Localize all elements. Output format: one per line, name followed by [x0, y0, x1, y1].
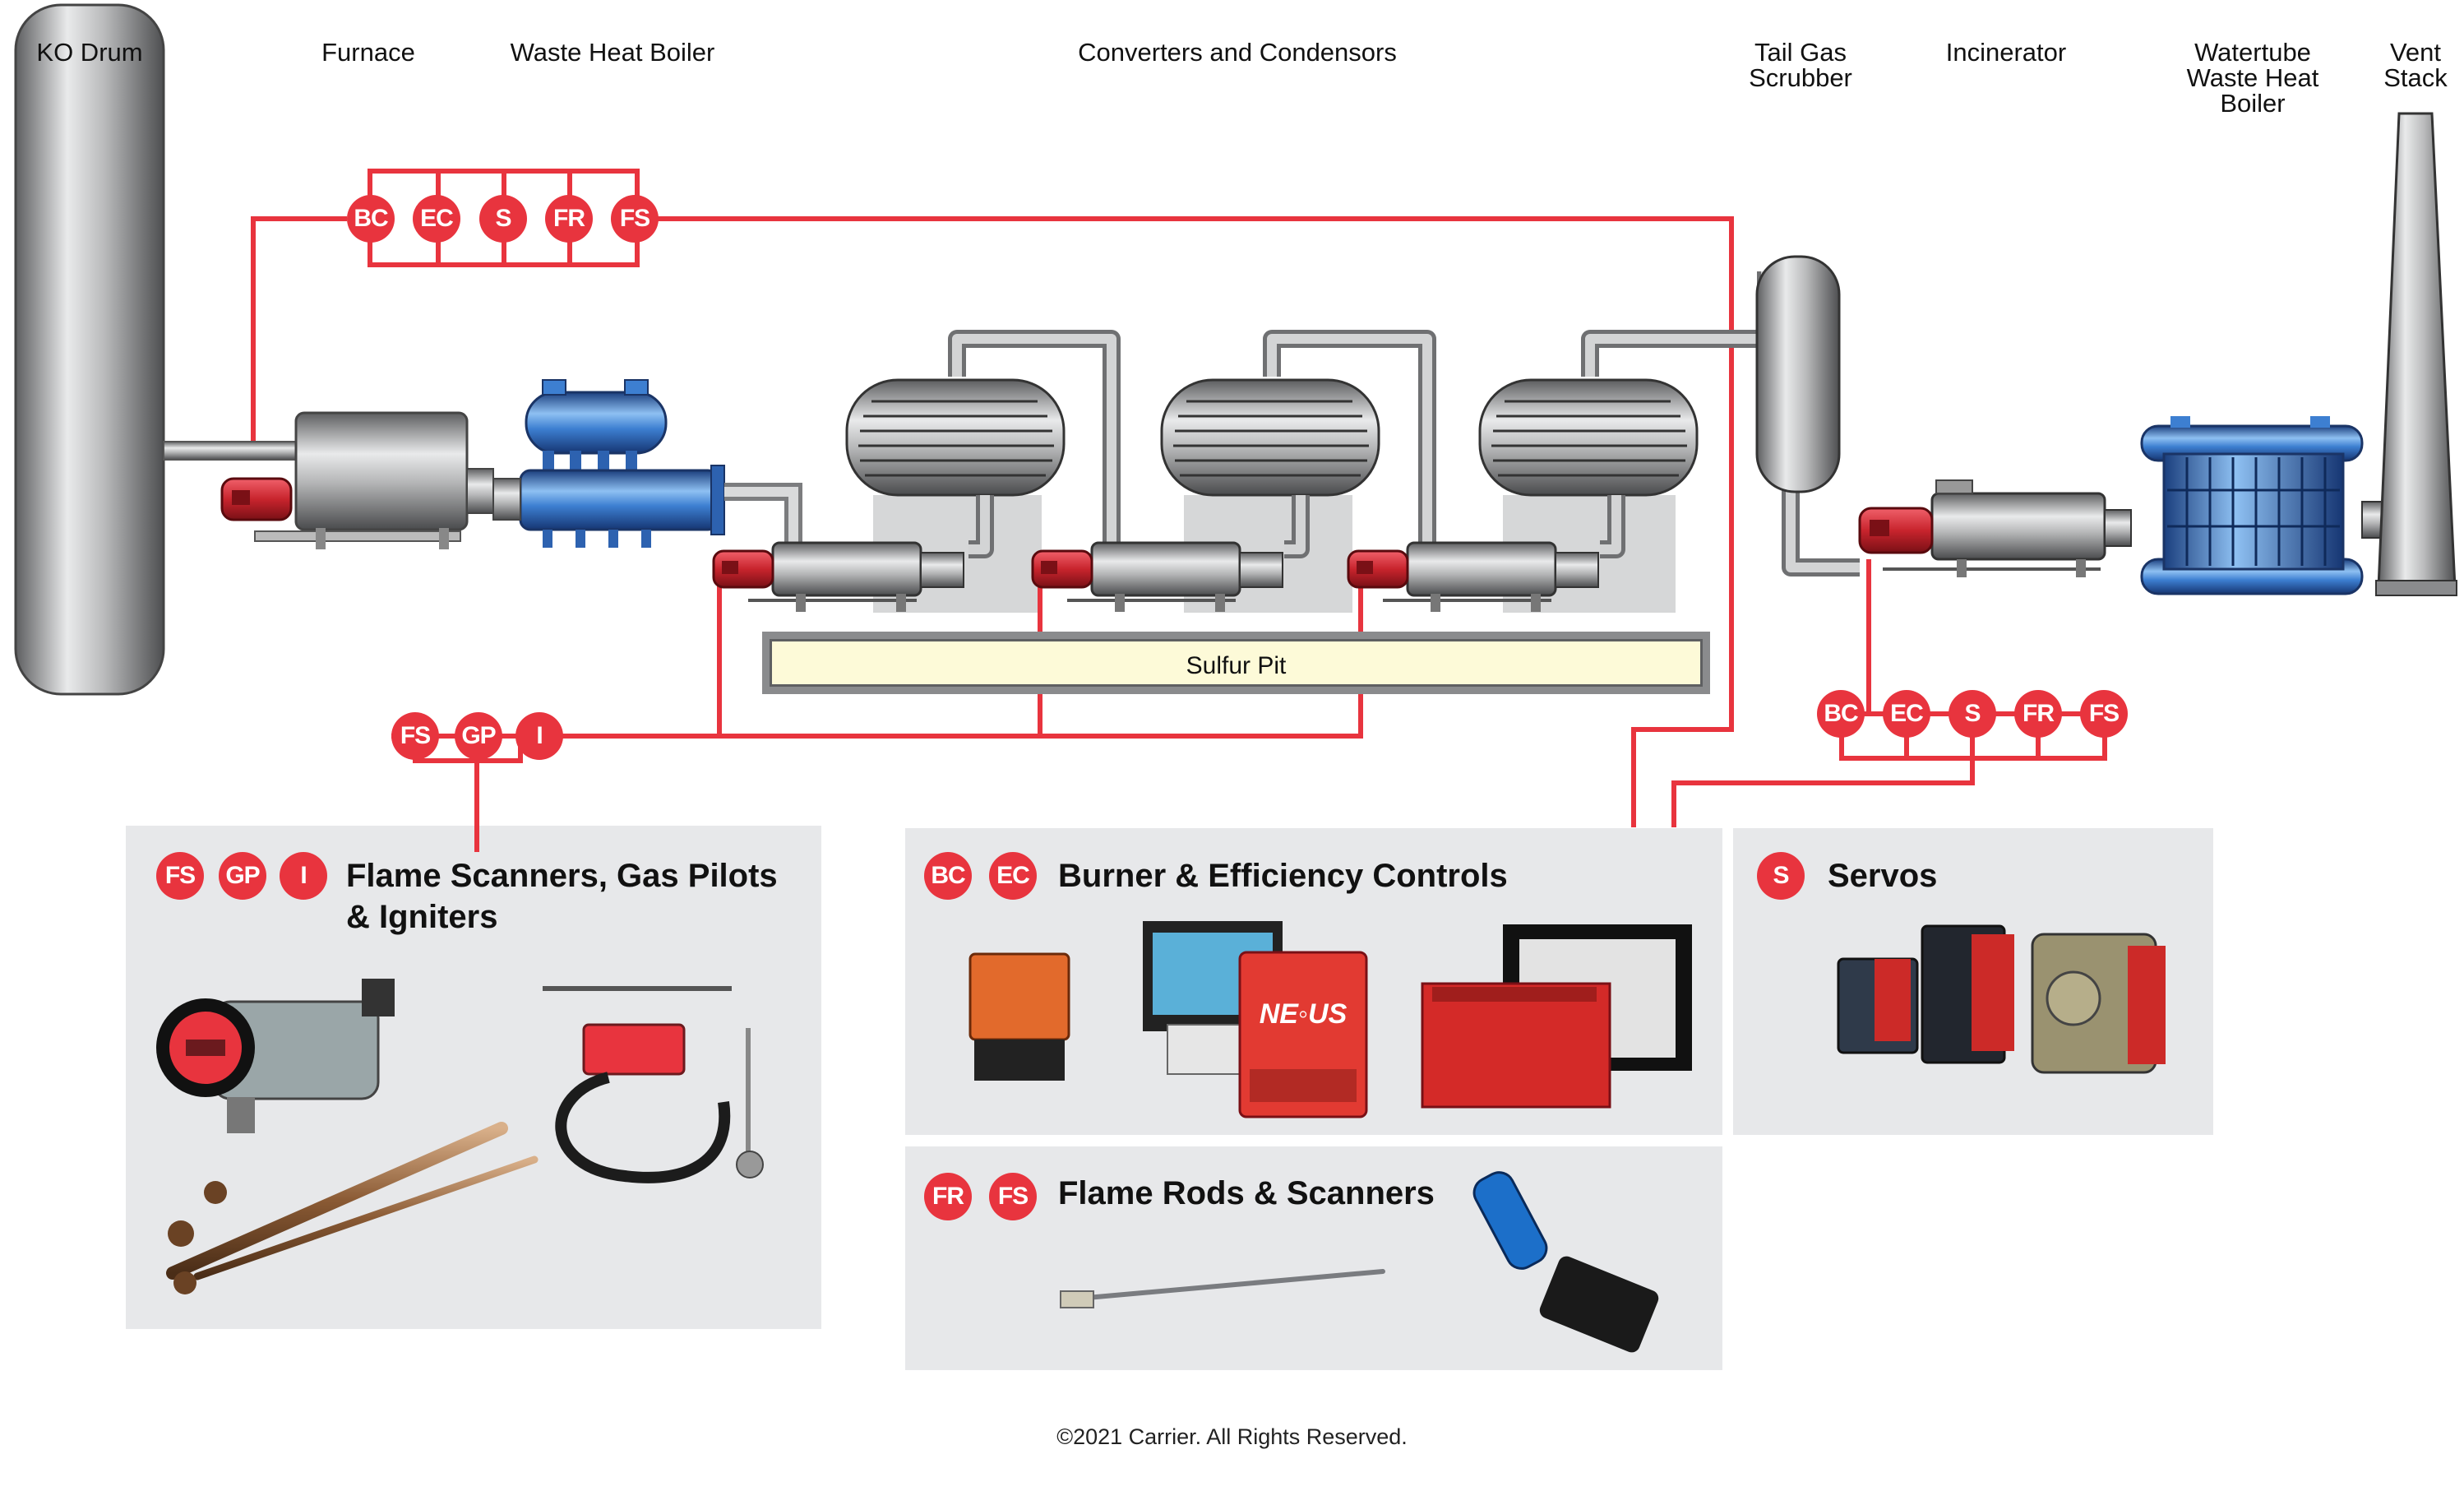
panel-badge-gp: GP — [219, 852, 266, 900]
tail-gas-scrubber — [1755, 255, 1841, 493]
panel-badge-fs: FS — [989, 1173, 1037, 1220]
watertube-boiler — [2140, 416, 2392, 595]
badge-i: I — [515, 712, 563, 760]
nexus-brand-text: NE◦US — [1260, 998, 1348, 1030]
ko-drum — [14, 3, 165, 696]
furnace-vessel — [294, 411, 469, 531]
converter-3 — [1478, 378, 1699, 497]
panel-badge-s: S — [1757, 852, 1805, 900]
controller-orange-photo — [968, 952, 1070, 1081]
burner-reheat-2 — [1031, 549, 1093, 589]
panel-title-flame: Flame Scanners, Gas Pilots & Igniters — [346, 858, 778, 935]
nexus-panel-photo — [1421, 924, 1692, 1109]
panel-title-burner: Burner & Efficiency Controls — [1058, 858, 1508, 894]
condensor-3 — [1383, 541, 1599, 612]
burner-incinerator — [1858, 507, 1934, 554]
copyright: ©2021 Carrier. All Rights Reserved. — [1056, 1424, 1408, 1449]
badge-fs: FS — [611, 195, 659, 243]
stage-label-tail-gas: Tail Gas Scrubber — [1749, 38, 1852, 92]
badge-gp: GP — [455, 712, 502, 760]
vent-stack — [2377, 112, 2457, 589]
gas-pilot-photo — [166, 1122, 539, 1294]
stage-label-ko-drum: KO Drum — [36, 38, 143, 67]
panel-badge-bc: BC — [924, 852, 972, 900]
badge-fr: FR — [2014, 690, 2062, 738]
converter-2 — [1160, 378, 1380, 497]
burner-reheat-1 — [712, 549, 774, 589]
badge-s: S — [479, 195, 527, 243]
stage-label-waste-heat-boiler: Waste Heat Boiler — [510, 38, 715, 67]
servo-3-photo — [2031, 933, 2166, 1074]
badge-ec: EC — [1883, 690, 1930, 738]
badge-fr: FR — [545, 195, 593, 243]
condensor-1 — [748, 541, 964, 612]
burner-reheat-3 — [1347, 549, 1409, 589]
stage-label-watertube: Watertube Waste Heat Boiler — [2186, 38, 2319, 118]
panel-title-servos: Servos — [1828, 858, 1938, 894]
sulfur-pit-label: Sulfur Pit — [1186, 652, 1287, 679]
panel-badge-fs: FS — [156, 852, 204, 900]
incinerator-vessel — [1930, 492, 2106, 561]
panel-badge-ec: EC — [989, 852, 1037, 900]
panel-badge-fr: FR — [924, 1173, 972, 1220]
badge-s: S — [1949, 690, 1996, 738]
badge-ec: EC — [413, 195, 460, 243]
stage-label-vent-stack: Vent Stack — [2383, 38, 2448, 92]
sulfur-pit: Sulfur Pit — [762, 632, 1710, 694]
badge-bc: BC — [347, 195, 395, 243]
whb-drum — [525, 391, 668, 455]
whb-shell — [519, 469, 719, 531]
stage-label-incinerator: Incinerator — [1945, 38, 2067, 67]
panel-badge-i: I — [280, 852, 327, 900]
servo-1-photo — [1837, 957, 1919, 1054]
converter-1 — [845, 378, 1066, 497]
nexus-controller-photo: NE◦US — [1238, 951, 1368, 1118]
badge-fs: FS — [2080, 690, 2128, 738]
flame-scanner-photo — [156, 979, 395, 1133]
badge-bc: BC — [1817, 690, 1865, 738]
stage-label-converters: Converters and Condensors — [1078, 38, 1397, 67]
panel-title-rods: Flame Rods & Scanners — [1058, 1175, 1435, 1211]
igniter-photo — [543, 986, 764, 1183]
burner-furnace — [220, 477, 293, 521]
badge-fs: FS — [391, 712, 439, 760]
servo-2-photo — [1921, 924, 2014, 1064]
stage-label-furnace: Furnace — [321, 38, 415, 67]
flame-rod-photo — [1060, 1269, 1385, 1308]
uv-scanner-photo — [1472, 1171, 1659, 1353]
